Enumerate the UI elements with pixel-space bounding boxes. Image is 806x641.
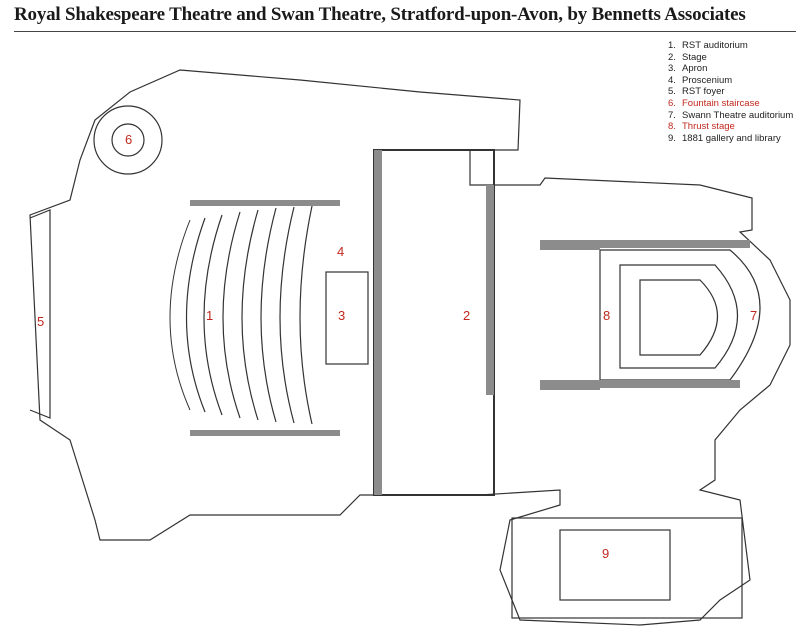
legend-item: 4.Proscenium <box>668 74 733 86</box>
figure-title: Royal Shakespeare Theatre and Swan Theat… <box>14 4 746 25</box>
building-outline <box>29 69 791 626</box>
label-3: 3 <box>338 308 345 323</box>
label-1: 1 <box>206 308 213 323</box>
label-6: 6 <box>125 132 132 147</box>
legend-item: 1.RST auditorium <box>668 40 748 51</box>
legend-item: 8.Thrust stage <box>668 121 735 133</box>
legend: 1.RST auditorium 2.Stage 3.Apron 4.Prosc… <box>668 40 798 144</box>
legend-item: 5.RST foyer <box>668 86 725 98</box>
legend-item: 6.Fountain staircase <box>668 97 760 109</box>
label-8: 8 <box>603 308 610 323</box>
legend-item: 3.Apron <box>668 63 708 75</box>
legend-item: 7.Swann Theatre auditorium <box>668 109 794 121</box>
title-rule <box>14 31 796 32</box>
legend-item: 9.1881 gallery and library <box>668 132 781 144</box>
label-5: 5 <box>37 314 44 329</box>
label-4: 4 <box>337 244 344 259</box>
label-2: 2 <box>463 308 470 323</box>
label-9: 9 <box>602 546 609 561</box>
legend-item: 2.Stage <box>668 51 707 63</box>
label-7: 7 <box>750 308 757 323</box>
